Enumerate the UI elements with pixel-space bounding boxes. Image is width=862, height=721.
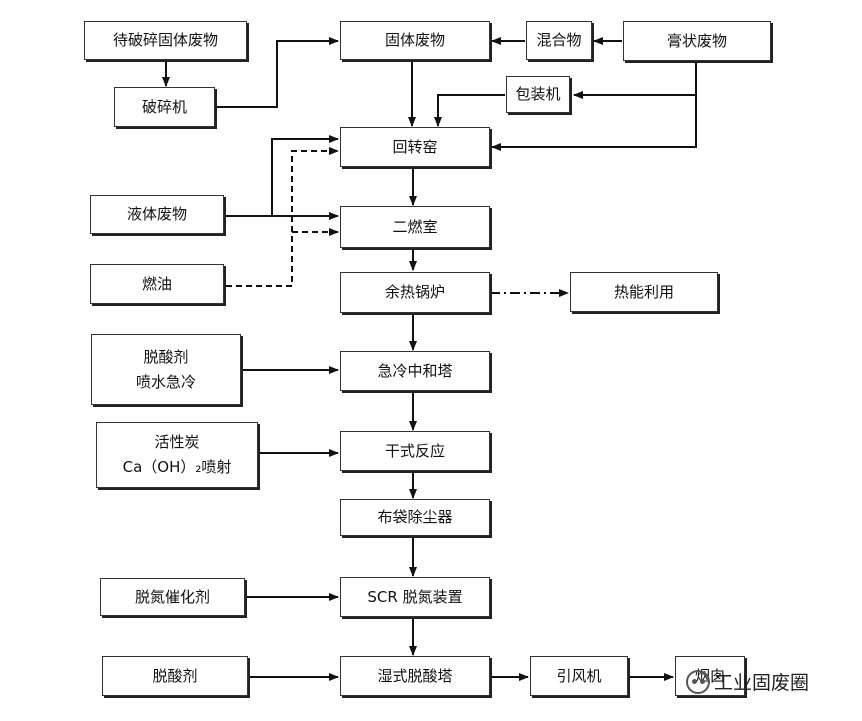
label: 待破碎固体废物 <box>112 31 218 50</box>
node-activated-carbon-caoh2: 活性炭 Ca（OH）₂喷射 <box>96 422 258 488</box>
label: 混合物 <box>536 31 582 50</box>
node-crusher: 破碎机 <box>114 87 215 127</box>
label: 脱氮催化剂 <box>134 587 210 606</box>
label: 破碎机 <box>141 97 187 116</box>
node-liquid-waste: 液体废物 <box>90 195 224 234</box>
arrow-crusher-solid <box>215 37 339 108</box>
label-line-2: Ca（OH）₂喷射 <box>122 458 232 476</box>
watermark-text: 工业固废圈 <box>714 672 810 694</box>
label: 二燃室 <box>392 217 438 236</box>
label: SCR 脱氮装置 <box>367 587 463 606</box>
node-to-crush-solid-waste: 待破碎固体废物 <box>84 21 247 60</box>
label: 引风机 <box>556 666 602 685</box>
arrow-packer-kiln <box>434 94 505 127</box>
label: 湿式脱酸塔 <box>377 666 453 685</box>
node-paste-waste: 膏状废物 <box>623 21 771 61</box>
label: 燃油 <box>141 274 172 293</box>
arrow-paste-packer <box>573 61 697 99</box>
label: 脱酸剂 <box>152 666 198 685</box>
label: 液体废物 <box>126 205 187 224</box>
node-induced-fan: 引风机 <box>530 656 628 696</box>
wechat-icon <box>686 669 710 694</box>
node-solid-waste: 固体废物 <box>340 21 490 60</box>
arrow-liquid-kiln <box>271 135 339 216</box>
label: 膏状废物 <box>666 31 727 50</box>
node-waste-heat-boiler: 余热锅炉 <box>340 272 490 313</box>
label-line-2: 喷水急冷 <box>135 372 196 391</box>
node-secondary-chamber: 二燃室 <box>340 206 490 248</box>
label-line-1: 活性炭 <box>154 433 200 452</box>
node-heat-utilization: 热能利用 <box>570 272 718 312</box>
node-bag-filter: 布袋除尘器 <box>340 499 490 536</box>
label: 余热锅炉 <box>384 283 445 302</box>
node-mixture: 混合物 <box>526 21 592 60</box>
node-fuel-oil: 燃油 <box>90 264 224 304</box>
label: 急冷中和塔 <box>377 361 453 380</box>
arrow-paste-kiln <box>491 95 697 151</box>
node-deacid-spray-quench: 脱酸剂 喷水急冷 <box>91 334 241 405</box>
node-quench-tower: 急冷中和塔 <box>340 351 490 391</box>
node-dry-reaction: 干式反应 <box>340 431 490 471</box>
label: 回转窑 <box>392 137 438 156</box>
label-line-1: 脱酸剂 <box>143 347 189 366</box>
node-wet-deacid-tower: 湿式脱酸塔 <box>340 656 490 696</box>
label: 布袋除尘器 <box>377 508 453 527</box>
node-scr-device: SCR 脱氮装置 <box>340 577 490 617</box>
node-packer: 包装机 <box>506 76 570 113</box>
label: 固体废物 <box>384 31 445 50</box>
watermark: 工业固废圈 <box>686 668 809 695</box>
arrow-oil-kiln <box>226 147 339 287</box>
label: 包装机 <box>515 85 561 104</box>
label: 干式反应 <box>384 441 445 460</box>
node-deacid-agent: 脱酸剂 <box>102 656 248 696</box>
node-denitration-catalyst: 脱氮催化剂 <box>100 578 245 616</box>
label: 热能利用 <box>613 282 674 301</box>
node-rotary-kiln: 回转窑 <box>340 127 490 167</box>
